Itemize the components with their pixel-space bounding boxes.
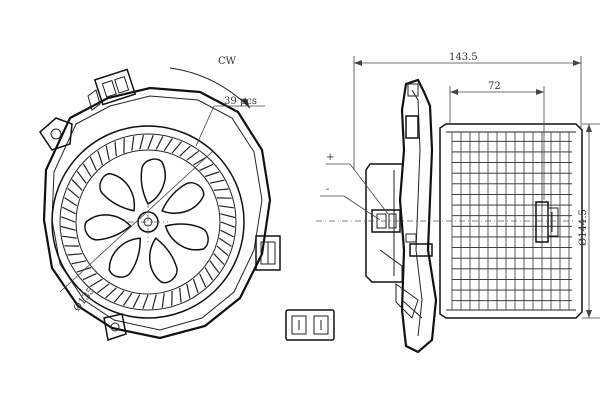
- fan-blade: [131, 136, 135, 151]
- fan-blade-ring-inner: [75, 149, 221, 295]
- housing-outline: [42, 86, 272, 340]
- fan-blade: [220, 229, 234, 238]
- fan-blade: [186, 283, 191, 299]
- dim-wheel-diameter: Ø144.5: [578, 123, 600, 319]
- positive-terminal-label: +: [326, 152, 334, 163]
- fan-blade: [163, 138, 173, 152]
- fan-blade: [82, 163, 92, 177]
- fan-blade: [67, 187, 80, 199]
- impeller-vane: [84, 214, 132, 241]
- fan-blade: [97, 150, 104, 166]
- rotation-label: CW: [218, 56, 237, 67]
- fan-blade: [192, 278, 199, 294]
- fan-blade: [218, 237, 232, 247]
- fan-blade: [62, 235, 77, 239]
- rotation-arrowhead: [242, 98, 250, 108]
- fan-blade: [220, 213, 236, 219]
- impeller-vane: [149, 237, 178, 284]
- fan-blade: [105, 287, 117, 299]
- impeller-vane: [161, 182, 205, 214]
- fan-blade: [97, 283, 110, 294]
- impeller-vane: [108, 237, 141, 278]
- fan-blade: [199, 273, 207, 288]
- fan-blade: [147, 134, 154, 150]
- fan-blade: [89, 156, 97, 171]
- fan-blade: [142, 294, 149, 310]
- impeller-vane: [140, 158, 166, 206]
- impeller-vane: [164, 223, 209, 251]
- fan-blade: [89, 278, 103, 288]
- fan-blade: [155, 136, 164, 150]
- fan-blade: [204, 171, 220, 178]
- fan-blade: [67, 253, 83, 256]
- fan-blade: [209, 260, 220, 273]
- fan-blade: [60, 225, 76, 231]
- impeller-vane: [99, 172, 136, 212]
- svg-text:Ø144.5: Ø144.5: [578, 209, 589, 246]
- svg-text:143.5: 143.5: [449, 52, 478, 63]
- fan-blade: [171, 141, 183, 154]
- fan-blade: [199, 163, 214, 171]
- fan-blade: [216, 245, 229, 257]
- fan-blade: [123, 292, 133, 306]
- fan-blade: [82, 273, 97, 281]
- front-view: CW 39 pcs Ø135: [39, 56, 281, 341]
- fan-blades: [60, 134, 236, 310]
- fan-blade: [151, 294, 157, 310]
- fan-blade: [220, 221, 236, 228]
- fan-blade: [219, 205, 234, 209]
- fan-blade: [76, 171, 87, 184]
- mount-ear-left: [39, 117, 73, 151]
- fan-blade: [64, 197, 78, 207]
- housing-inner-outline: [51, 95, 263, 331]
- fan-blade: [113, 290, 125, 303]
- side-connector: [255, 235, 281, 271]
- fan-blade: [193, 156, 207, 166]
- flange: [398, 78, 438, 354]
- negative-terminal-label: -: [326, 184, 329, 195]
- fan-blade: [114, 141, 117, 157]
- fan-blade: [62, 206, 76, 215]
- blade-count-label: 39 pcs: [224, 96, 257, 107]
- connector-detail: [285, 309, 335, 341]
- fan-blade: [139, 134, 145, 150]
- impeller-vanes: [84, 158, 209, 284]
- fan-blade: [161, 293, 165, 308]
- fan-blade: [71, 179, 83, 191]
- fan-blade: [213, 188, 229, 191]
- fan-blade: [71, 260, 87, 265]
- side-view: + - 143.5: [316, 52, 600, 354]
- dim-overall-width: 143.5: [353, 52, 582, 170]
- fan-blade: [105, 145, 110, 161]
- fan-blade: [213, 253, 225, 265]
- fan-blade: [186, 150, 199, 161]
- top-connector: [87, 68, 137, 111]
- fan-blade: [132, 294, 141, 308]
- fan-outer-ring: [51, 125, 245, 319]
- fan-blade: [204, 267, 214, 281]
- motor-body: [365, 163, 433, 319]
- fan-blade: [179, 145, 191, 157]
- fan-blade: [60, 216, 76, 223]
- fan-blade-ring-outer: [59, 133, 237, 311]
- fan-blade: [179, 287, 182, 303]
- dim-wheel-width: 72: [449, 81, 545, 200]
- rotation-arrow: [169, 67, 251, 109]
- fan-blade: [209, 179, 225, 184]
- mount-ear-lower: [103, 313, 127, 341]
- svg-text:72: 72: [488, 81, 501, 92]
